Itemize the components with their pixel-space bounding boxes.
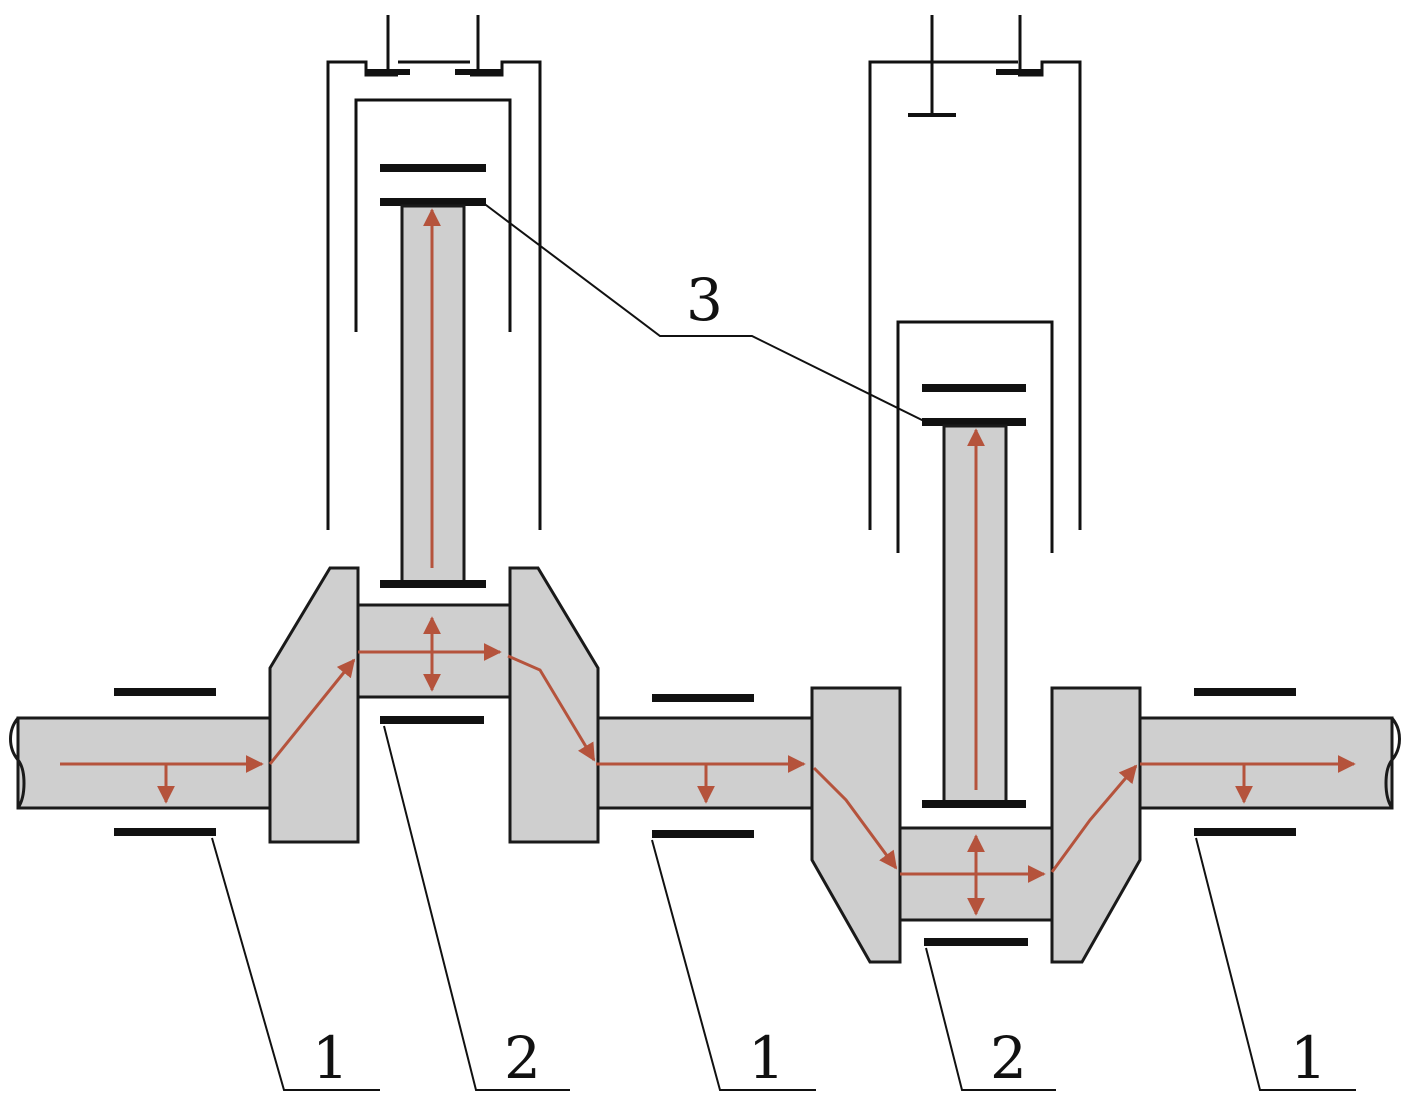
load-path-arrows — [60, 208, 1356, 916]
callout-labels: 1 2 1 2 1 3 — [312, 266, 1327, 1092]
cylinder-left — [326, 15, 542, 530]
cylinder-right — [868, 15, 1082, 553]
callout-connecting-rod-bearing: 3 — [686, 266, 723, 334]
bearing-shells — [114, 688, 1296, 946]
crank-web-1a — [268, 566, 360, 844]
cylinder-left-outer-wall — [326, 60, 398, 530]
callout-main-bearing-2: 1 — [748, 1024, 785, 1092]
crank-web-1b — [508, 566, 600, 844]
crank-web-2a — [810, 686, 902, 964]
piston-right — [922, 384, 1026, 808]
cylinder-left-outer-wall-right — [470, 60, 542, 530]
callout-main-bearing-3: 1 — [1290, 1024, 1327, 1092]
callout-main-bearing-1: 1 — [312, 1024, 349, 1092]
leader-lines — [211, 201, 1356, 1091]
callout-crankpin-bearing-1: 2 — [504, 1024, 541, 1092]
callout-crankpin-bearing-2: 2 — [990, 1024, 1027, 1092]
cylinder-left-inner-wall — [354, 98, 512, 332]
cylinder-right-inner-wall — [896, 320, 1054, 553]
crank-web-2b — [1050, 686, 1142, 964]
